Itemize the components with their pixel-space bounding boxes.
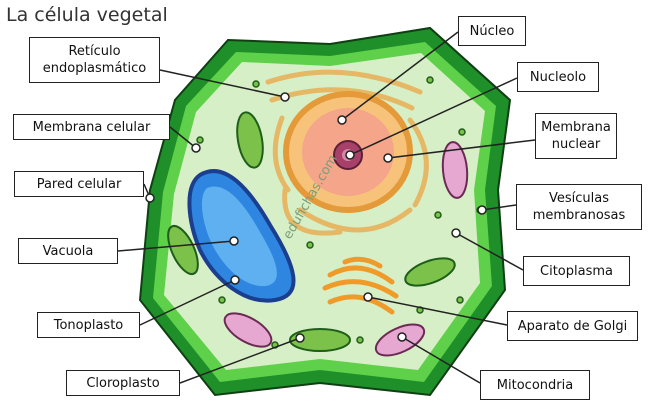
- label-nucleolo: Nucleolo: [517, 62, 599, 92]
- vesicle: [252, 80, 260, 88]
- leader-lines: [117, 31, 536, 384]
- label-tonoplasto: Tonoplasto: [37, 312, 140, 338]
- label-citoplasma: Citoplasma: [523, 256, 630, 286]
- vacuole-highlight: [201, 186, 277, 287]
- vesicle: [434, 211, 442, 219]
- label-membrana-celular: Membrana celular: [13, 114, 170, 140]
- label-membrana-nuclear: Membrana nuclear: [535, 113, 617, 159]
- label-vacuola: Vacuola: [18, 238, 118, 264]
- diagram-title: La célula vegetal: [6, 4, 168, 26]
- label-vesiculas: Vesículas membranosas: [516, 184, 642, 230]
- label-reticulo: Retículo endoplasmático: [29, 37, 160, 83]
- vesicle: [306, 241, 314, 249]
- chloroplast: [404, 257, 456, 287]
- label-pared-celular: Pared celular: [14, 171, 144, 197]
- vesicle: [456, 296, 464, 304]
- vesicle: [196, 136, 204, 144]
- mitochondria: [223, 141, 469, 357]
- label-nucleo: Núcleo: [458, 16, 526, 46]
- chloroplast: [167, 224, 199, 276]
- mitochondrion: [441, 141, 469, 199]
- chloroplasts: [167, 111, 456, 352]
- label-golgi: Aparato de Golgi: [507, 311, 638, 341]
- chloroplast: [289, 328, 351, 352]
- golgi-apparatus: [322, 256, 399, 315]
- leader-dots: [145, 92, 487, 343]
- mitochondrion: [223, 312, 273, 348]
- chloroplast: [236, 111, 264, 169]
- vesicle: [218, 296, 226, 304]
- vesicle: [356, 336, 364, 344]
- endoplasmic-reticulum: [265, 69, 429, 236]
- vesicle: [426, 76, 434, 84]
- label-mitocondria: Mitocondria: [480, 370, 590, 400]
- vesicle: [458, 128, 466, 136]
- label-cloroplasto: Cloroplasto: [66, 370, 180, 396]
